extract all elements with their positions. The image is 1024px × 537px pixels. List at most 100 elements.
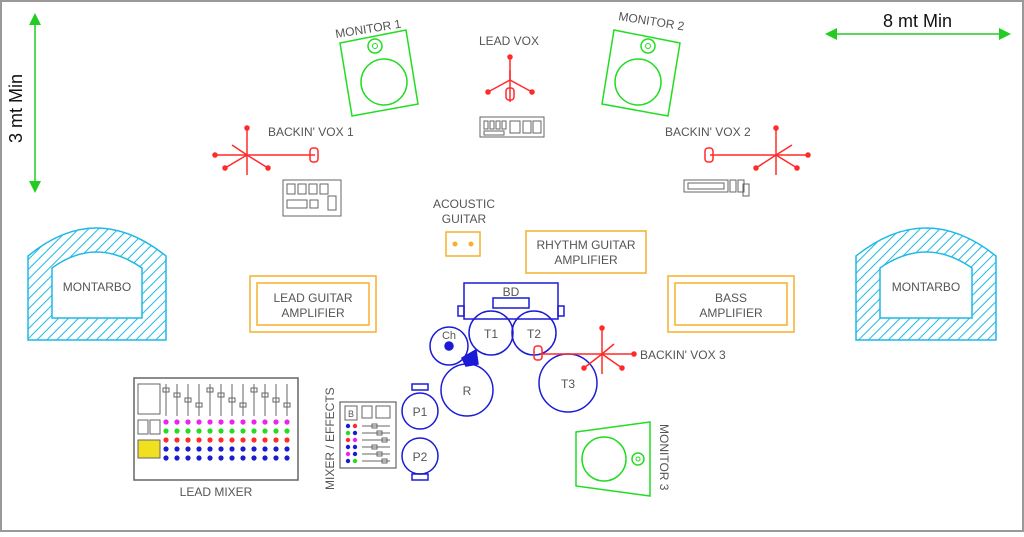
mixer-knob [240, 455, 246, 461]
lead-vox-mic: LEAD VOX [479, 34, 539, 102]
mixer-knob [218, 419, 224, 425]
backing-vox-1-label: BACKIN' VOX 1 [268, 125, 354, 139]
mixer-fader-cap [162, 387, 170, 393]
effects-button [375, 405, 391, 419]
mixer-fader-cap [217, 392, 225, 398]
mixer-knob [196, 437, 202, 443]
mixer-knob [251, 428, 257, 434]
mixer-fader-cap [261, 392, 269, 398]
monitor-2: MONITOR 2 [601, 9, 686, 117]
drum-kit: BD T1 T2 Ch R T3 [401, 282, 598, 481]
mixer-fader-cap [250, 387, 258, 393]
depth-label: 3 mt Min [6, 74, 26, 143]
mixer-knob [273, 437, 279, 443]
tom-2-label: T2 [527, 327, 541, 341]
lead-mixer-label: LEAD MIXER [180, 485, 253, 499]
pa-speaker-left: MONTARBO [27, 227, 167, 341]
effects-knob [345, 423, 351, 429]
mixer-knob [207, 419, 213, 425]
mixer-knob [262, 428, 268, 434]
pedal-2-label: P2 [413, 450, 428, 464]
mixer-knob [229, 437, 235, 443]
effects-knob [352, 444, 358, 450]
lead-guitar-amplifier: LEAD GUITAR AMPLIFIER [249, 275, 377, 333]
mixer-knob [218, 428, 224, 434]
mixer-fader-cap [195, 402, 203, 408]
bass-drum-label: BD [503, 285, 520, 299]
mixer-knob [229, 419, 235, 425]
hi-hat: Ch [429, 326, 479, 367]
mixer-knob [174, 437, 180, 443]
backing-vox-1-effects-unit [282, 179, 342, 217]
mixer-knob [196, 455, 202, 461]
effects-slider-cap [381, 458, 388, 464]
mixer-knob [185, 455, 191, 461]
mixer-knob [185, 437, 191, 443]
mixer-knob [251, 437, 257, 443]
mixer-knob [185, 428, 191, 434]
mixer-knob [218, 446, 224, 452]
mixer-knob [207, 446, 213, 452]
mixer-knob [284, 455, 290, 461]
effects-knob [352, 430, 358, 436]
mixer-display [137, 439, 161, 459]
lead-mixer: LEAD MIXER [133, 377, 299, 499]
rhythm-guitar-amplifier: RHYTHM GUITAR AMPLIFIER [525, 230, 647, 274]
rhythm-amp-label-line2: AMPLIFIER [554, 253, 618, 267]
lead-vox-label: LEAD VOX [479, 34, 539, 48]
mixer-knob [273, 428, 279, 434]
mixer-knob [185, 419, 191, 425]
mixer-master-panel [137, 383, 161, 415]
monitor-3: MONITOR 3 [575, 421, 671, 497]
mixer-knob [174, 446, 180, 452]
width-dimension: 8 mt Min [825, 11, 1011, 40]
ride-cymbal: R [440, 363, 494, 417]
mixer-knob [196, 446, 202, 452]
mixer-knob [163, 455, 169, 461]
mixer-effects-unit: B MIXER / EFFECTS [323, 387, 397, 490]
mixer-knob [240, 419, 246, 425]
monitor-2-label: MONITOR 2 [618, 9, 686, 33]
mixer-knob [163, 428, 169, 434]
mixer-knob [163, 446, 169, 452]
mixer-knob [218, 455, 224, 461]
mixer-knob [163, 437, 169, 443]
backing-vox-2-effects-unit [683, 179, 750, 197]
mixer-knob [251, 419, 257, 425]
mixer-button [149, 419, 161, 435]
mixer-knob [262, 446, 268, 452]
effects-knob [345, 430, 351, 436]
pedal-1: P1 [401, 383, 439, 430]
effects-b-label: B [348, 409, 354, 419]
effects-slider-cap [371, 444, 378, 450]
mixer-knob [273, 446, 279, 452]
effects-knob [352, 458, 358, 464]
mixer-knob [196, 428, 202, 434]
mixer-knob [240, 446, 246, 452]
backing-vox-2-mic: BACKIN' VOX 2 [665, 125, 811, 175]
mixer-fader-cap [228, 397, 236, 403]
mixer-knob [229, 446, 235, 452]
effects-slider-cap [371, 423, 378, 429]
mixer-knob [273, 419, 279, 425]
effects-knob [345, 451, 351, 457]
bass-drum: BD [457, 282, 565, 320]
mixer-knob [262, 437, 268, 443]
mixer-knob [163, 419, 169, 425]
mixer-effects-label: MIXER / EFFECTS [323, 387, 337, 490]
tom-3: T3 [538, 353, 598, 413]
tom-1-label: T1 [484, 327, 498, 341]
effects-knob [345, 458, 351, 464]
mixer-fader-cap [272, 397, 280, 403]
bass-amp-label-line2: AMPLIFIER [699, 306, 763, 320]
mixer-fader-cap [173, 392, 181, 398]
effects-knob [352, 451, 358, 457]
pa-left-label: MONTARBO [63, 280, 131, 294]
pedal-1-label: P1 [413, 405, 428, 419]
effects-slider-cap [376, 451, 383, 457]
effects-knob [352, 437, 358, 443]
mixer-knob [240, 428, 246, 434]
effects-slider-cap [376, 430, 383, 436]
mixer-knob [207, 428, 213, 434]
backing-vox-2-label: BACKIN' VOX 2 [665, 125, 751, 139]
